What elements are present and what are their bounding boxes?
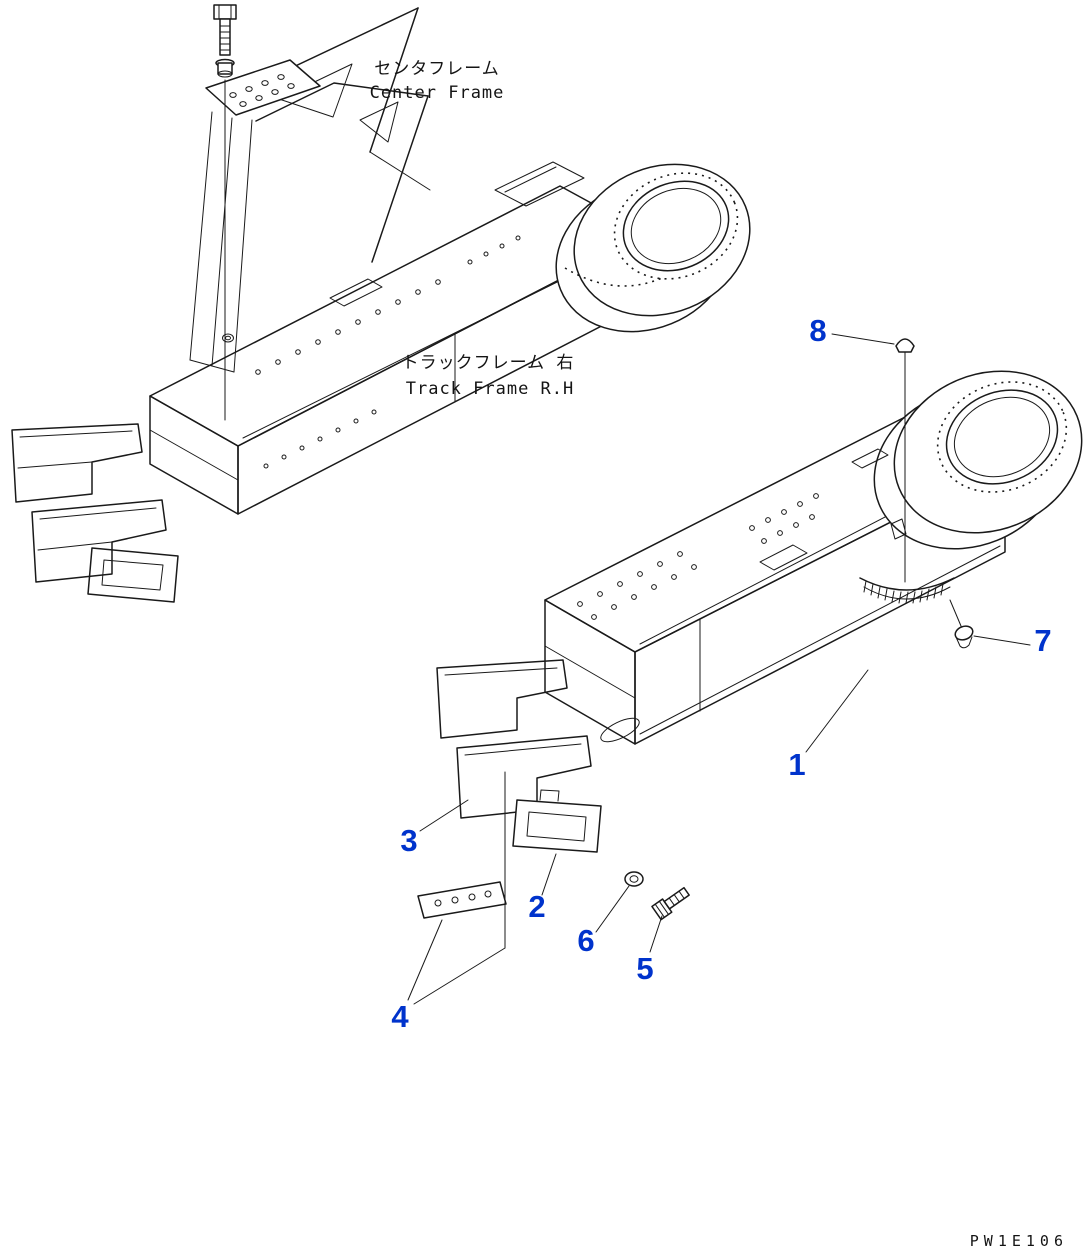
part-7-plug [954,625,974,649]
upper-frame-bolt-holes [255,235,521,469]
label-center-frame-jp: センタフレーム [374,59,500,79]
lower-frame-details [577,448,955,743]
part-6-washer [624,871,644,887]
part-8-pin [895,338,915,583]
upper-track-frame [11,161,751,603]
label-center-frame-en: Center Frame [370,83,505,103]
leader-4c [413,947,506,1005]
callout-4: 4 [391,999,409,1034]
bolt-head [213,4,237,20]
lower-frame-fork-channels [436,659,592,819]
part-5-bolt [651,886,690,921]
upper-frame-end-cap [149,395,239,515]
bolt-nut [217,62,233,75]
callout-2: 2 [528,889,545,924]
callout-5: 5 [636,951,653,986]
bolt-shaft [219,18,231,56]
part-code: PW1E106 [970,1232,1068,1250]
label-track-frame-jp: トラックフレーム 右 [402,353,575,373]
mounting-bolt-part [213,4,237,421]
part-4-plate [417,881,507,919]
upper-frame-housing [555,163,751,333]
leader-5 [649,915,663,953]
leader-4a [407,919,443,1001]
leader-6 [595,885,630,933]
lower-frame-housing [873,370,1083,550]
callout-7: 7 [1034,623,1051,658]
upper-frame-fork-channels [11,423,179,603]
callout-3: 3 [400,823,417,858]
center-frame-fragment [189,7,431,373]
callout-numbers: 1 2 3 4 5 6 7 8 [391,313,1051,1034]
leader-1 [805,669,869,753]
center-frame-bracket [205,59,321,116]
callout-6: 6 [577,923,594,958]
lower-track-frame [436,370,1083,819]
curved-slot-hatching [863,580,944,604]
label-track-frame-en: Track Frame R.H [406,379,575,399]
leader-7b [949,599,962,627]
leader-7 [973,635,1031,646]
leader-3 [419,799,469,832]
leader-2 [541,853,557,896]
leader-8 [831,333,895,345]
part-2-bracket [512,789,602,853]
leader-lines [407,333,1031,1005]
callout-1: 1 [788,747,805,782]
callout-8: 8 [809,313,826,348]
